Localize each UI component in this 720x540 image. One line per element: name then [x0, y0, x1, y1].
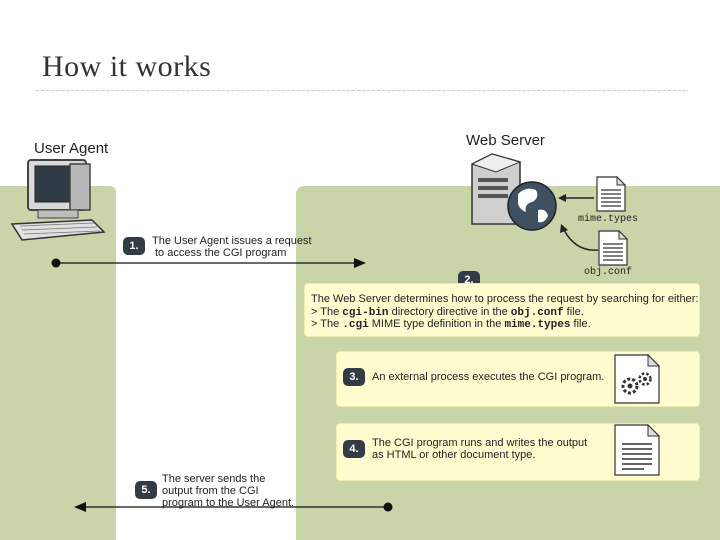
step-1-line-1: The User Agent issues a request: [152, 235, 312, 247]
obj-conf-document-icon: [598, 229, 629, 266]
server-icon: [470, 153, 557, 231]
request-arrow: [51, 258, 366, 268]
user-agent-header: User Agent: [34, 140, 109, 157]
step-2-box: [305, 284, 699, 336]
mime-types-label: mime.types: [578, 214, 639, 225]
step-5-line-1: The server sends the: [162, 473, 266, 485]
step-5-line-2: output from the CGI: [162, 485, 259, 497]
response-arrow: [74, 502, 393, 512]
step-4-line-2: as HTML or other document type.: [372, 449, 536, 461]
obj-conf-label: obj.conf: [584, 267, 633, 278]
slide-title: How it works: [42, 50, 212, 83]
step-2-bullet-1: > The cgi-bin directory directive in the…: [311, 306, 584, 319]
computer-icon: [10, 159, 106, 241]
user-agent-panel: [0, 186, 116, 540]
title-divider: [36, 90, 686, 91]
mime-to-server-arrow: [558, 194, 594, 202]
obj-to-server-arrow: [560, 224, 599, 251]
step-2-bullet-2: > The .cgi MIME type definition in the m…: [311, 318, 591, 331]
web-server-header: Web Server: [466, 132, 545, 149]
step-4-line-1: The CGI program runs and writes the outp…: [372, 437, 588, 449]
step-5-line-3: program to the User Agent.: [162, 497, 295, 509]
step-5-badge: 5.: [135, 481, 157, 499]
step-3-badge: 3.: [343, 368, 365, 386]
step-1-line-2: to access the CGI program: [155, 247, 287, 259]
step-2-line-1: The Web Server determines how to process…: [311, 293, 699, 305]
step-4-badge: 4.: [343, 440, 365, 458]
step-1-badge: 1.: [123, 237, 145, 255]
gears-document-icon: [614, 353, 661, 404]
step-3-text: An external process executes the CGI pro…: [372, 371, 605, 383]
mime-types-document-icon: [596, 175, 627, 212]
output-document-icon: [614, 423, 661, 476]
